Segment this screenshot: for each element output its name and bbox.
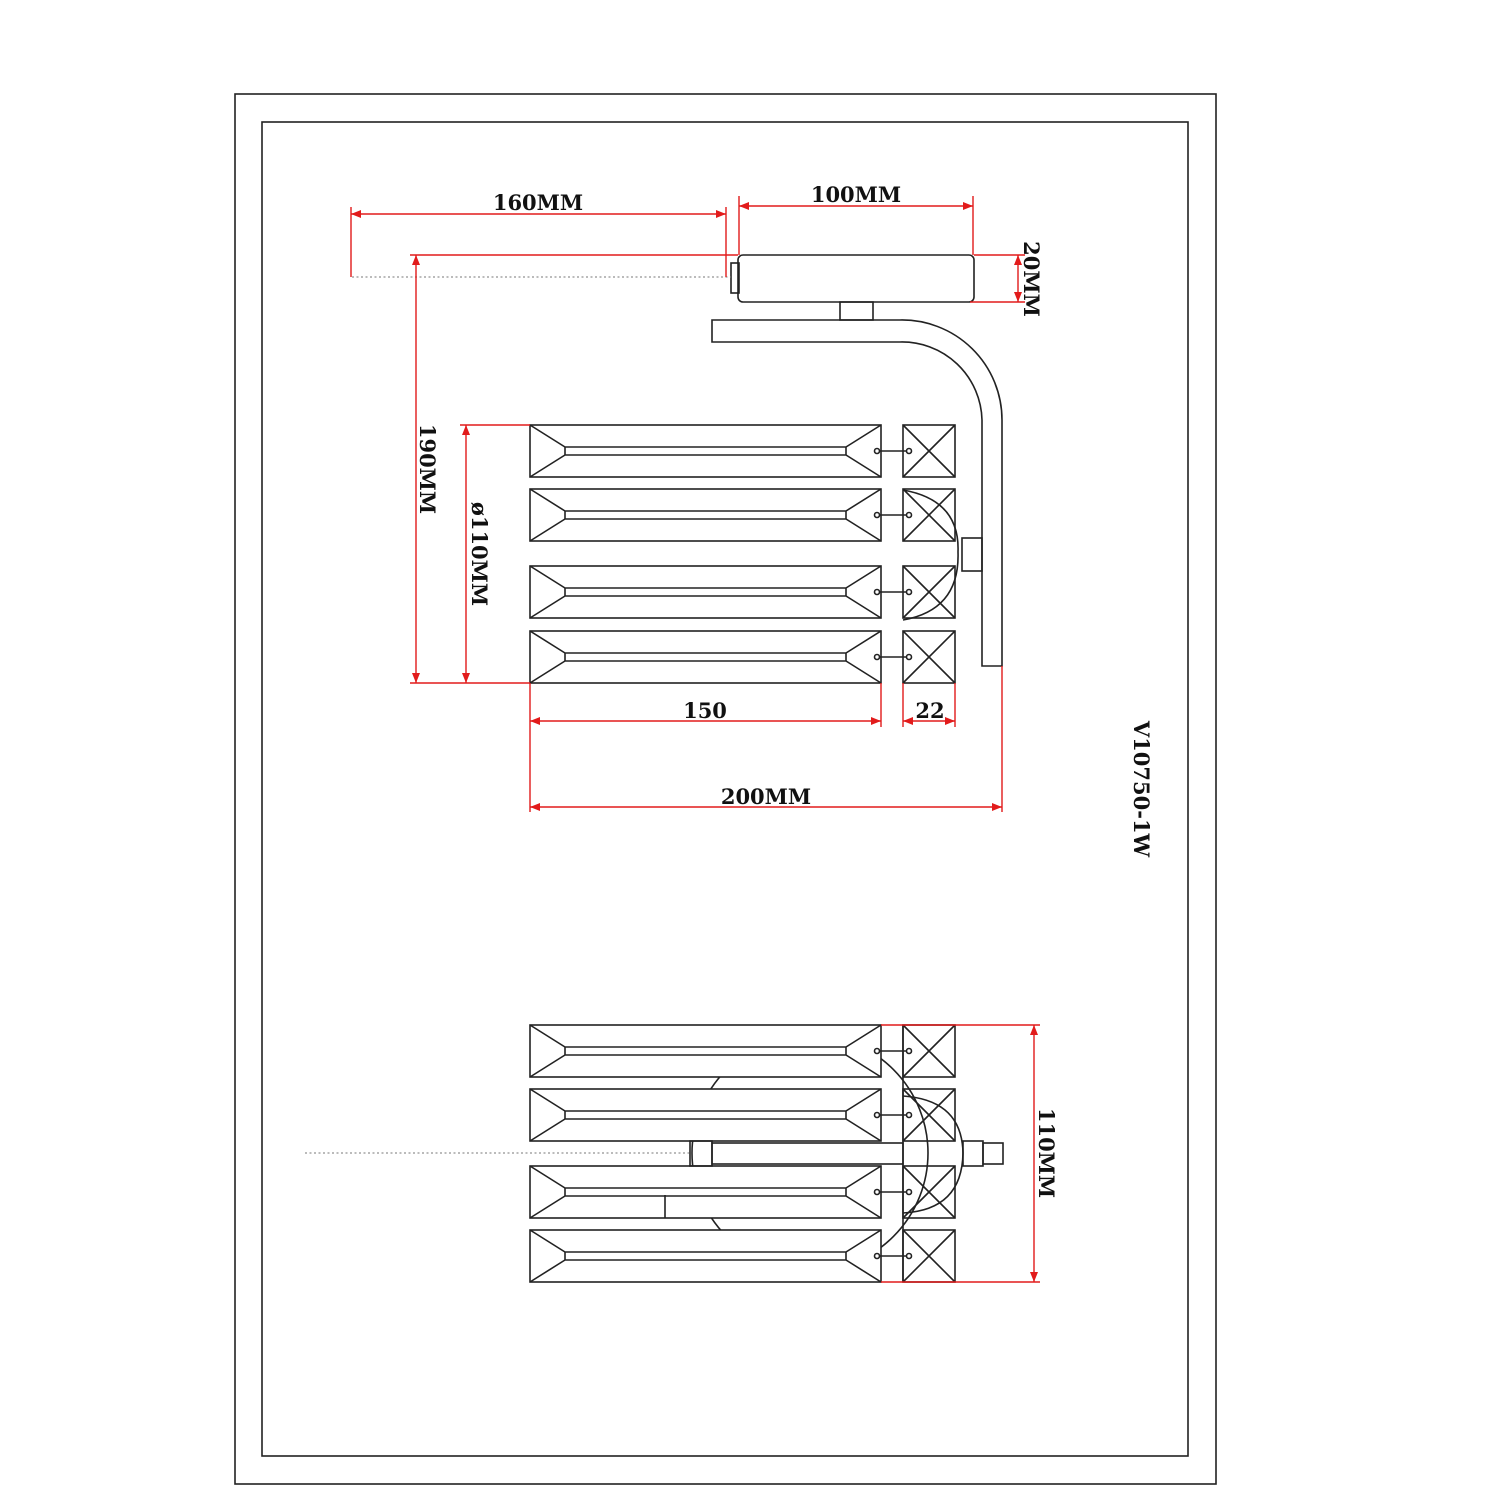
arrowhead [351, 210, 361, 218]
label-diameter: ø110MM [467, 502, 492, 606]
arrowhead [530, 803, 540, 811]
crystal-bar [529, 1229, 882, 1283]
socket [961, 537, 983, 572]
label-backplate-width: 100MM [811, 182, 901, 207]
crystal-bar [529, 1165, 882, 1219]
arrowhead [1030, 1272, 1038, 1282]
front-arm [711, 1142, 904, 1165]
front-view [305, 1024, 1004, 1283]
label-total-height: 190MM [415, 424, 440, 514]
backplate [737, 254, 975, 303]
outer-frame [234, 93, 1217, 1485]
inner-frame [261, 121, 1189, 1457]
arrowhead [739, 202, 749, 210]
front-mount [982, 1142, 1004, 1165]
crystal-bar [529, 1024, 882, 1078]
arrowhead [412, 673, 420, 683]
arrowhead [963, 202, 973, 210]
arrowhead [1014, 292, 1022, 302]
arrowhead [462, 673, 470, 683]
arrowhead [530, 717, 540, 725]
front-socket [962, 1140, 984, 1167]
arm [711, 319, 1003, 667]
dimension-lines [350, 196, 1040, 1283]
crystal-bar [529, 565, 882, 619]
label-crystal-end: 22 [915, 698, 944, 723]
label-front-width: 110MM [1034, 1108, 1059, 1198]
arrowhead [716, 210, 726, 218]
arrowhead [1030, 1025, 1038, 1035]
label-crystal-length: 150 [683, 698, 727, 723]
arrowhead [945, 717, 955, 725]
arrowhead [871, 717, 881, 725]
shade-outline [902, 489, 959, 621]
side-view [352, 254, 1003, 684]
label-projection: 200MM [721, 784, 811, 809]
front-switch [689, 1140, 713, 1167]
crystal-bar [529, 630, 882, 684]
label-backplate-depth: 20MM [1019, 241, 1044, 317]
mount-stem [839, 301, 874, 321]
arrowhead [903, 717, 913, 725]
arrowhead [462, 425, 470, 435]
crystal-bar [529, 488, 882, 542]
crystal-bar [529, 424, 882, 478]
label-chain-length: 160MM [493, 190, 583, 215]
arrowhead [412, 255, 420, 265]
switch-knob [730, 262, 740, 294]
arrowhead [992, 803, 1002, 811]
crystal-bar [529, 1088, 882, 1142]
crystal-end-block [902, 488, 956, 542]
arrowhead [1014, 255, 1022, 265]
model-code: V10750-1W [1129, 720, 1154, 858]
